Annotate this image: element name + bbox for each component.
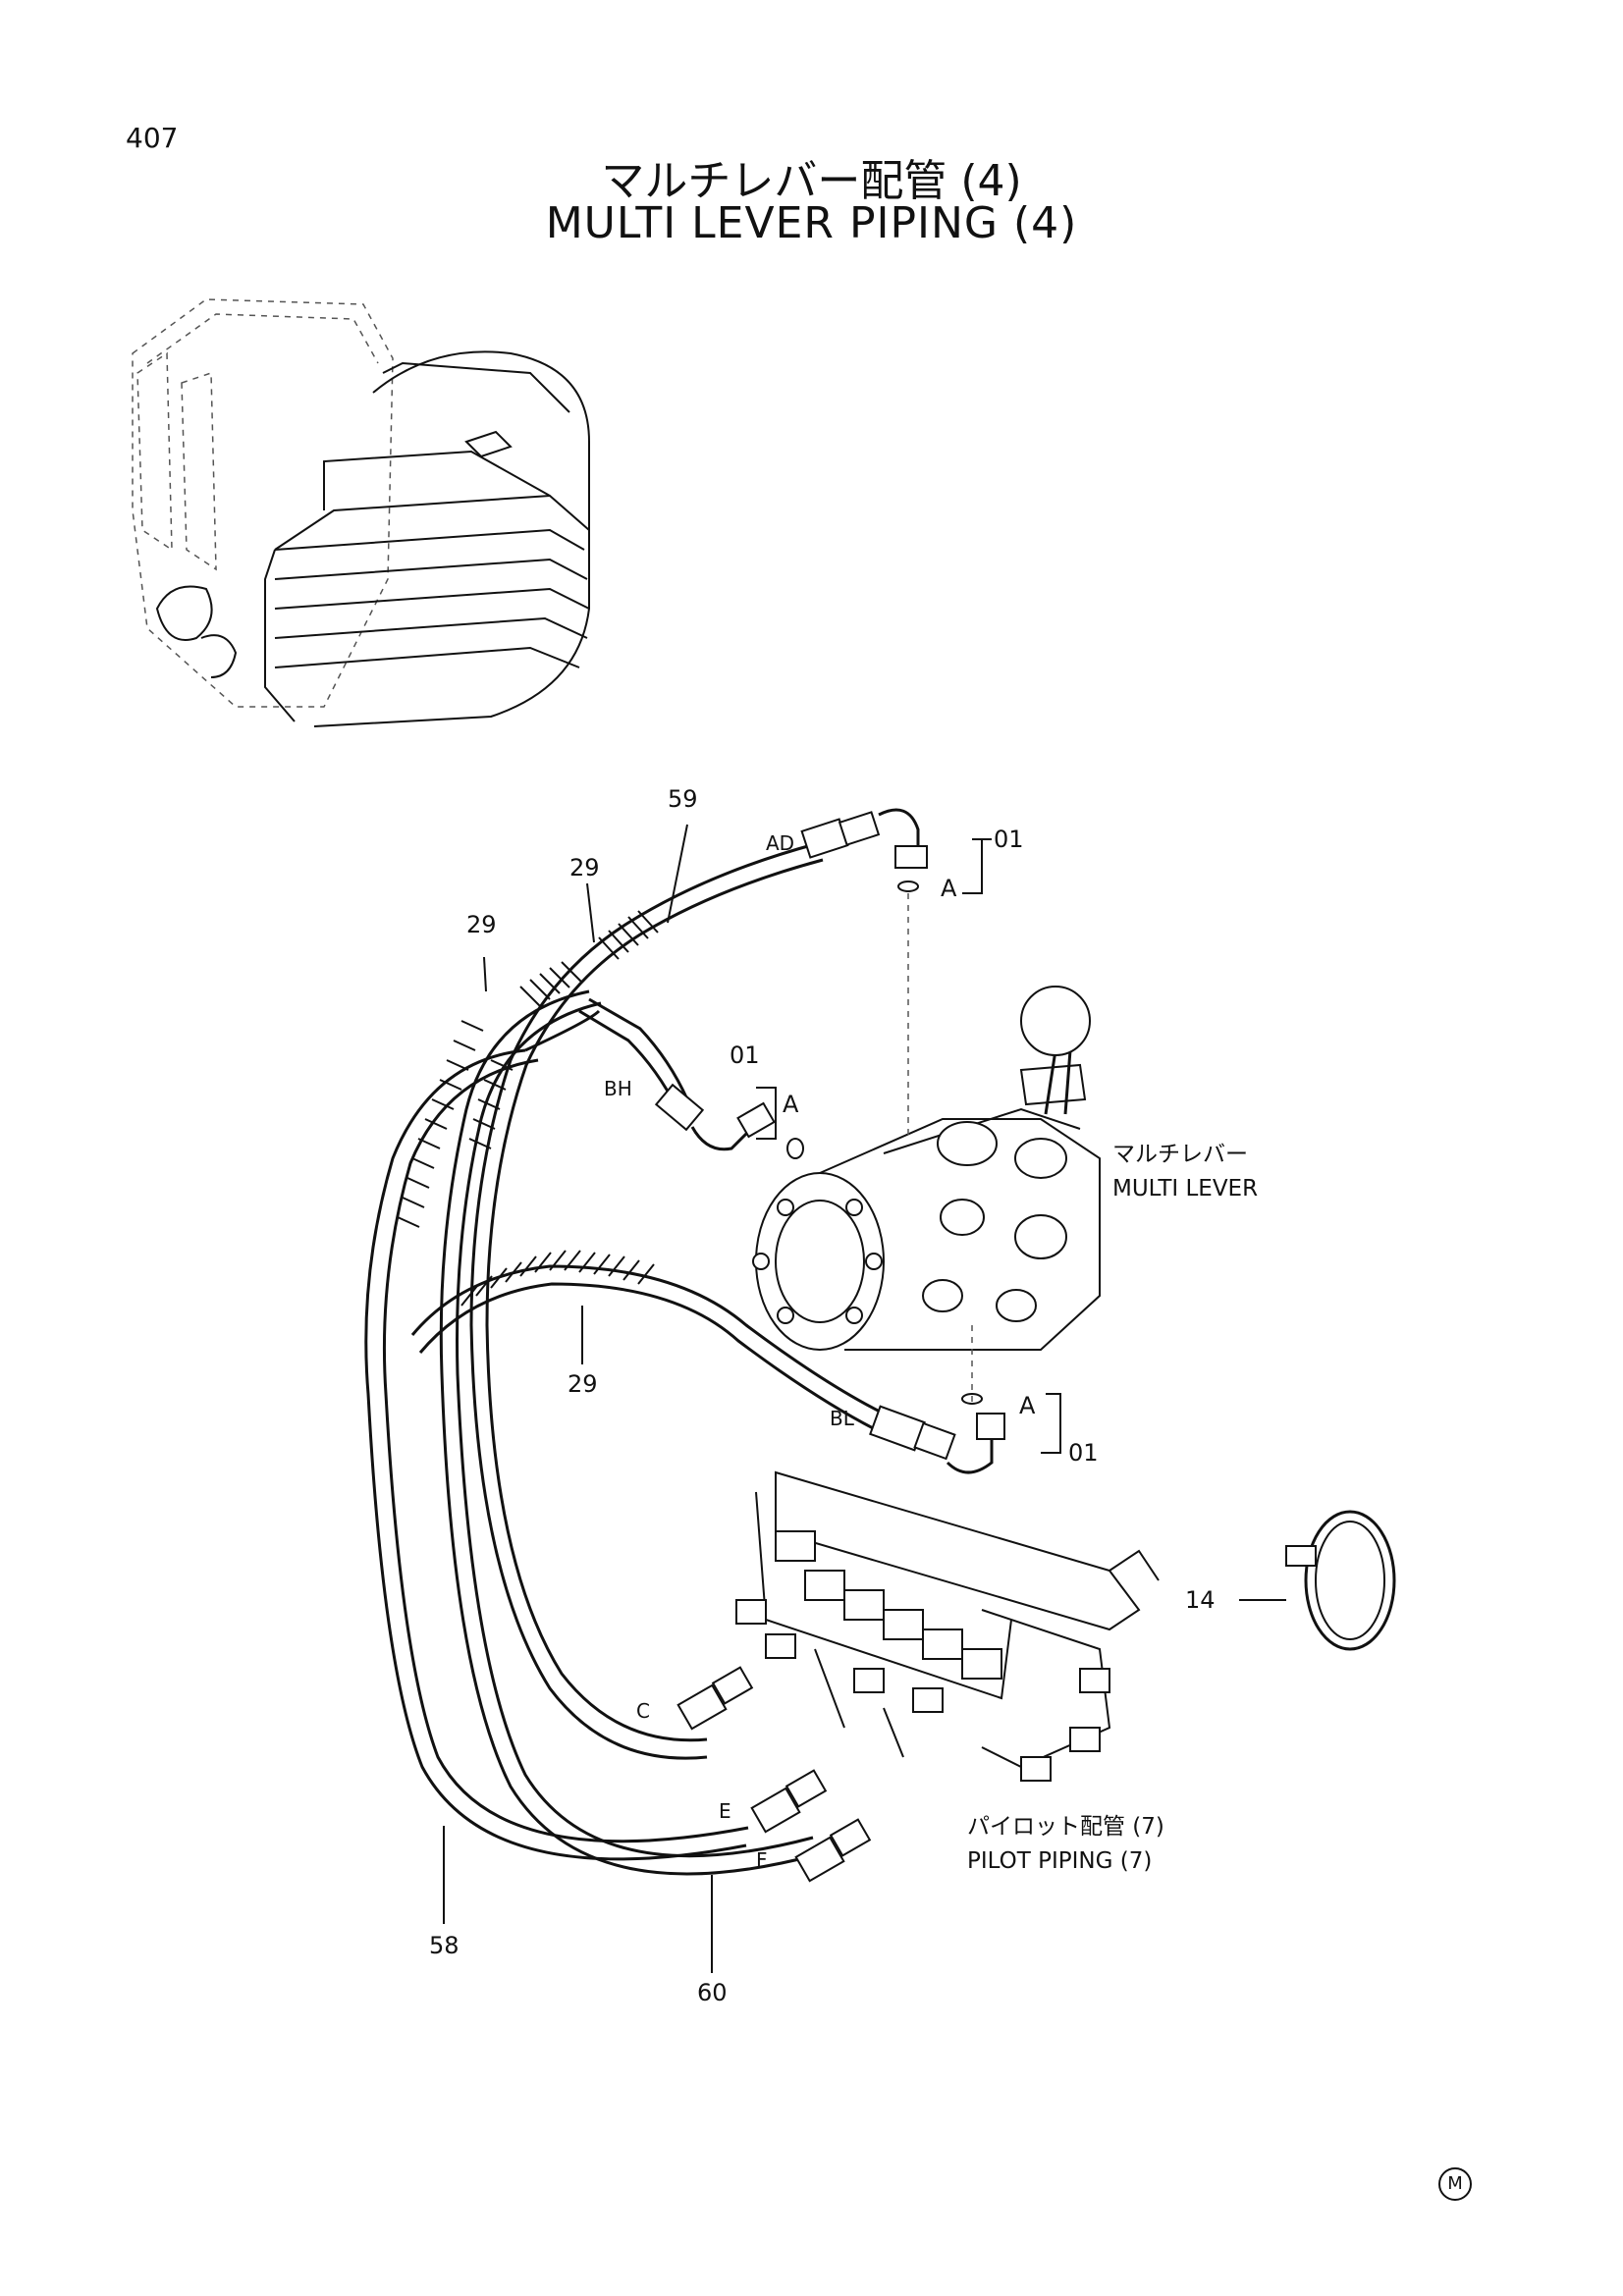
hoses xyxy=(364,808,1005,1883)
port-label-ad: AD xyxy=(766,831,794,855)
callout-60: 60 xyxy=(697,1979,728,2006)
pilot-piping-label-japanese: パイロット配管 (7) xyxy=(967,1814,1164,1840)
callout-29-lower: 29 xyxy=(568,1370,598,1398)
port-label-e: E xyxy=(719,1799,731,1823)
port-label-bl: BL xyxy=(830,1407,855,1430)
callout-29-left: 29 xyxy=(466,911,497,938)
corner-registered-mark: M xyxy=(1438,2167,1472,2201)
callout-29-upper: 29 xyxy=(569,854,600,881)
pilot-valve-block-drawing xyxy=(735,1470,1160,1782)
component-labels: マルチレバー MULTI LEVER パイロット配管 (7) PILOT PIP… xyxy=(967,1142,1258,1874)
multi-lever-label-japanese: マルチレバー xyxy=(1112,1142,1248,1167)
callout-14: 14 xyxy=(1185,1586,1216,1614)
callouts: 59 29 29 29 01 01 01 A A A 14 58 60 xyxy=(429,785,1216,2006)
callout-59: 59 xyxy=(668,785,698,813)
multi-lever-label-english: MULTI LEVER xyxy=(1112,1176,1258,1201)
page-title-english: MULTI LEVER PIPING (4) xyxy=(545,198,1078,248)
machine-overview-illustration xyxy=(132,298,590,727)
callout-01-top: 01 xyxy=(994,826,1024,853)
leader-lines xyxy=(443,824,1286,1973)
page-number: 407 xyxy=(126,122,179,154)
page-title-japanese: マルチレバー配管 (4) xyxy=(601,156,1022,206)
callout-58: 58 xyxy=(429,1932,460,1959)
port-label-c: C xyxy=(636,1699,650,1723)
multi-lever-valve-drawing xyxy=(752,881,1101,1405)
callout-a-bottom: A xyxy=(1019,1392,1036,1419)
pilot-piping-label-english: PILOT PIPING (7) xyxy=(967,1848,1152,1874)
callout-a-middle: A xyxy=(783,1091,799,1118)
port-label-f: F xyxy=(756,1848,768,1872)
callout-a-top: A xyxy=(941,875,957,902)
cable-tie-drawing xyxy=(1285,1510,1396,1651)
callout-01-bottom: 01 xyxy=(1068,1439,1099,1467)
callout-01-middle: 01 xyxy=(730,1041,760,1069)
port-label-bh: BH xyxy=(604,1077,632,1100)
port-labels: AD BH BL C E F xyxy=(604,831,855,1872)
